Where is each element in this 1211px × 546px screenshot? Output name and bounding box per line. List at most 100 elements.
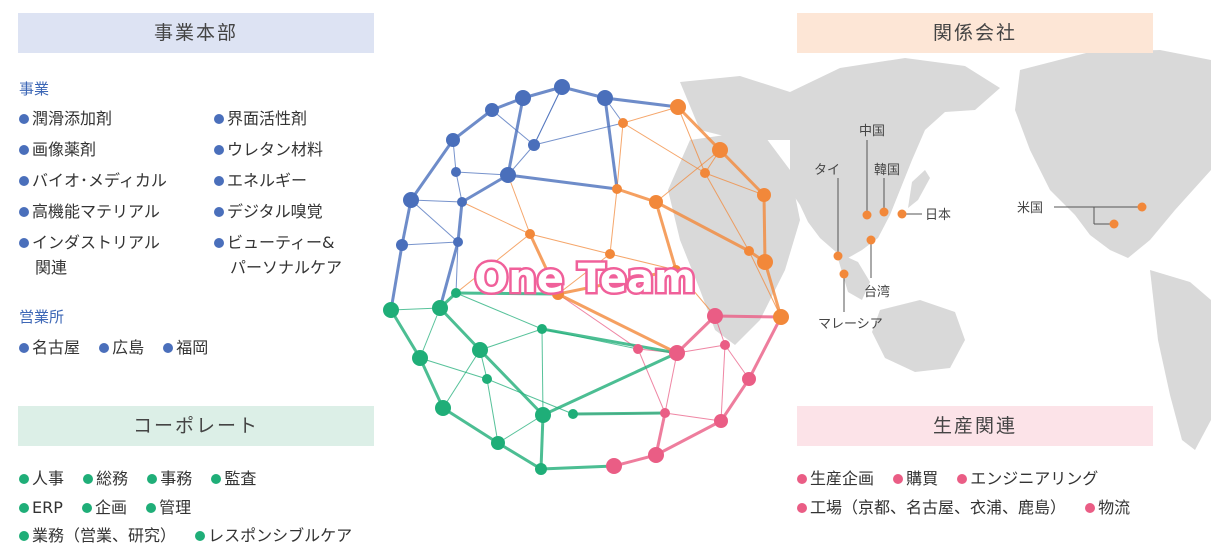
network-node xyxy=(515,90,531,106)
bullet-icon xyxy=(214,176,224,186)
bullet-icon xyxy=(19,343,29,353)
network-link xyxy=(557,268,677,296)
location-label-korea: 韓国 xyxy=(874,163,900,178)
network-link xyxy=(419,307,441,359)
bullet-icon xyxy=(214,238,224,248)
network-node xyxy=(525,229,535,239)
network-node xyxy=(500,167,516,183)
network-link xyxy=(401,241,459,246)
map-europe xyxy=(680,76,790,140)
network-link xyxy=(664,352,678,414)
network-link xyxy=(540,464,615,471)
location-dot-korea xyxy=(879,207,889,217)
network-link xyxy=(491,109,535,146)
offices-heading: 営業所 xyxy=(19,308,65,326)
network-link xyxy=(675,269,716,317)
office-item: 広島 xyxy=(112,338,145,357)
bullet-icon xyxy=(147,474,158,484)
network-node xyxy=(612,184,622,194)
map-australia xyxy=(872,300,965,372)
bullet-icon xyxy=(19,238,29,248)
network-node xyxy=(535,463,547,475)
network-node xyxy=(528,139,540,151)
bullet-icon xyxy=(19,531,29,541)
network-link xyxy=(704,172,750,252)
network-link xyxy=(762,194,767,263)
bullet-icon xyxy=(195,531,206,541)
network-node xyxy=(552,288,564,300)
location-dot-malaysia xyxy=(839,269,849,279)
network-link xyxy=(419,357,488,380)
map-south-america xyxy=(1150,270,1211,450)
corporate-item: 管理 xyxy=(159,498,192,517)
network-link xyxy=(506,97,525,176)
network-link xyxy=(486,378,574,415)
map-eurasia xyxy=(790,58,1000,258)
network-link xyxy=(603,97,619,190)
network-link xyxy=(461,173,509,204)
network-node xyxy=(535,407,551,423)
segment-item: デジタル嗅覚 xyxy=(214,201,323,222)
network-node xyxy=(396,239,408,251)
segment-item: 高機能マテリアル xyxy=(19,201,160,222)
corporate-row: ERP 企画 管理 xyxy=(19,497,191,518)
network-link xyxy=(409,139,455,201)
network-node xyxy=(633,344,643,354)
network-link xyxy=(389,244,404,311)
network-link xyxy=(557,292,678,355)
network-link xyxy=(455,233,531,294)
bullet-icon xyxy=(214,207,224,217)
corporate-item: 人事 xyxy=(32,469,65,488)
network-link xyxy=(604,96,679,109)
network-link xyxy=(557,293,639,350)
corporate-item: 業務（営業、研究） xyxy=(32,526,177,545)
network-link xyxy=(389,309,422,359)
location-dot-japan xyxy=(897,209,907,219)
network-link xyxy=(390,307,441,311)
network-link xyxy=(452,108,493,142)
production-item: 購買 xyxy=(906,469,939,488)
network-link xyxy=(461,201,531,235)
map-southeast-asia xyxy=(836,252,870,300)
network-link xyxy=(442,349,481,409)
production-item: 物流 xyxy=(1098,498,1131,517)
network-link xyxy=(486,378,499,444)
network-node xyxy=(446,133,460,147)
network-node xyxy=(451,167,461,177)
location-label-taiwan: 台湾 xyxy=(864,284,890,300)
network-link xyxy=(676,344,726,354)
network-link xyxy=(410,199,459,243)
network-node xyxy=(457,197,467,207)
production-item: 工場（京都、名古屋、衣浦、鹿島） xyxy=(810,498,1067,517)
network-node xyxy=(597,90,613,106)
network-link xyxy=(438,241,460,309)
production-banner: 生産関連 xyxy=(797,406,1153,446)
network-node xyxy=(435,400,451,416)
network-node xyxy=(714,414,728,428)
network-node xyxy=(568,409,578,419)
segment-item: エネルギー xyxy=(214,170,307,191)
location-dot-china xyxy=(862,210,872,220)
corporate-item: レスポンシブルケア xyxy=(208,526,353,545)
network-link xyxy=(507,173,618,191)
network-link xyxy=(748,250,782,318)
network-node xyxy=(757,188,771,202)
bullet-icon xyxy=(214,114,224,124)
network-node xyxy=(618,118,628,128)
network-node xyxy=(720,340,730,350)
network-link xyxy=(677,106,706,174)
network-link xyxy=(714,314,782,319)
segment-item-continued: パーソナルケア xyxy=(230,258,343,277)
network-link xyxy=(539,414,545,470)
network-node xyxy=(712,142,728,158)
bullet-icon xyxy=(83,474,94,484)
network-link xyxy=(507,174,531,235)
segments-heading: 事業 xyxy=(19,80,50,98)
segment-item: 潤滑添加剤 xyxy=(19,108,112,129)
bullet-icon xyxy=(19,474,29,484)
location-dot-thailand xyxy=(833,251,843,261)
network-link xyxy=(541,327,678,355)
bullet-icon xyxy=(957,474,968,484)
corporate-item: 監査 xyxy=(224,469,257,488)
